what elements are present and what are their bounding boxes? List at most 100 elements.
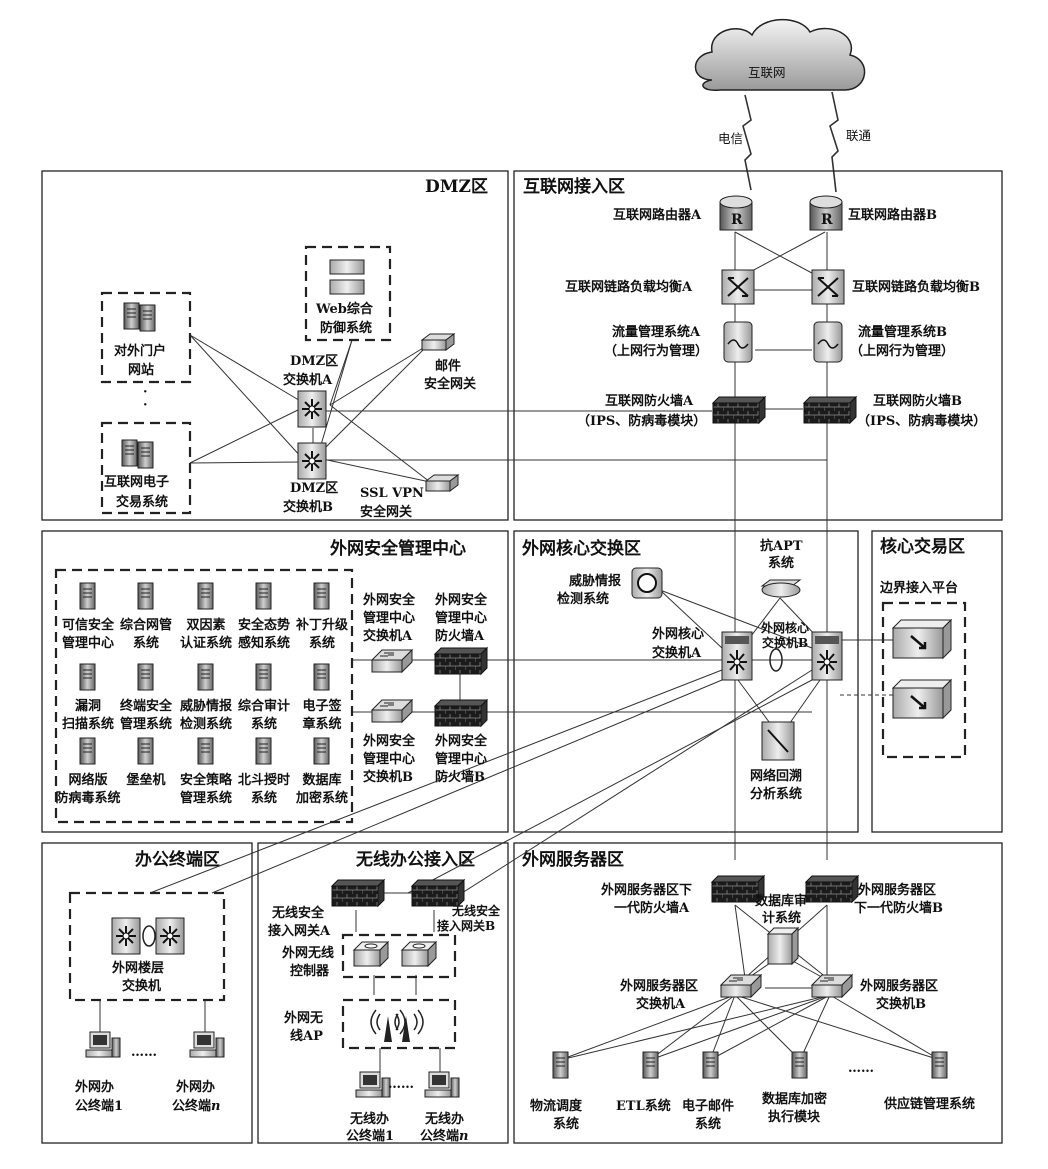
threat-intel-line2: 检测系统 xyxy=(557,591,609,607)
security-system-3-line2: 认证系统 xyxy=(180,635,232,651)
ecommerce-line1: 互联网电子 xyxy=(104,474,169,490)
office-terminal-1-line2: 公终端1 xyxy=(75,1098,123,1114)
wireless-controller-2 xyxy=(400,940,438,968)
load-balancer-a xyxy=(721,269,755,305)
telecom-label: 电信 xyxy=(718,131,743,146)
sec-switch-a-line2: 管理中心 xyxy=(363,610,415,626)
ssl-vpn-line1: SSL VPN xyxy=(360,486,424,501)
floor-switch-group xyxy=(68,891,226,1002)
security-system-14-line2: 系统 xyxy=(251,790,277,806)
server-fw-a-line1: 外网服务器区下 xyxy=(600,882,692,898)
floor-switch-line2: 交换机 xyxy=(122,978,161,994)
server-switch-b xyxy=(811,974,853,998)
security-system-6-line2: 扫描系统 xyxy=(62,716,114,732)
load-balancer-a-label: 互联网链路负载均衡A xyxy=(565,279,693,295)
security-system-14-line1: 北斗授时 xyxy=(238,772,290,788)
portal-server xyxy=(124,303,155,331)
unicom-link xyxy=(829,91,839,193)
wireless-ap-group xyxy=(341,998,457,1050)
unicom-label: 联通 xyxy=(846,128,872,143)
supply-chain-server xyxy=(931,1051,948,1079)
server-fw-b-line2: 下一代防火墙B xyxy=(854,900,943,916)
portal-line2: 网站 xyxy=(128,362,154,378)
flow-mgmt-a-line2: （上网行为管理） xyxy=(604,343,708,359)
ssl-vpn-line2: 安全网关 xyxy=(360,504,412,520)
boundary-platform-group xyxy=(881,601,967,759)
zone-security-center xyxy=(41,530,509,833)
server-switch-a-line1: 外网服务器区 xyxy=(619,978,698,994)
security-system-1-line1: 可信安全 xyxy=(62,617,115,633)
flow-mgmt-b xyxy=(813,321,843,363)
web-defense-appliance xyxy=(329,259,365,295)
security-system-15-line1: 数据库 xyxy=(302,772,341,788)
security-system-13-line2: 管理系统 xyxy=(180,790,232,806)
backtrack-line2: 分析系统 xyxy=(750,786,802,802)
wireless-controller-group xyxy=(341,933,457,979)
load-balancer-b-label: 互联网链路负载均衡B xyxy=(852,279,980,295)
security-system-9-line2: 系统 xyxy=(251,716,277,732)
security-system-8-line2: 检测系统 xyxy=(180,716,232,732)
security-system-5-line2: 系统 xyxy=(309,635,335,651)
security-system-1-line2: 管理中心 xyxy=(62,635,114,651)
wireless-gw-a-line1: 无线安全 xyxy=(271,905,325,921)
zone-title-security-center: 外网安全管理中心 xyxy=(330,538,466,559)
internet-cloud-label: 互联网 xyxy=(748,65,786,80)
logistics-line1: 物流调度 xyxy=(530,1098,583,1114)
sec-switch-b xyxy=(371,699,413,723)
wireless-ap-icon xyxy=(370,1009,424,1042)
security-system-12: 堡垒机 xyxy=(126,737,166,788)
sec-switch-b-line2: 管理中心 xyxy=(363,751,415,767)
sec-firewall-b-line1: 外网安全 xyxy=(434,733,488,749)
office-terminal-1 xyxy=(85,1031,121,1058)
security-system-2-line1: 综合网管 xyxy=(120,617,172,633)
wireless-ap-line2: 线AP xyxy=(290,1028,323,1044)
sec-firewall-b-line3: 防火墙B xyxy=(435,769,485,785)
web-defense-line2: 防御系统 xyxy=(320,320,372,336)
dmz-switch-b-line1: DMZ区 xyxy=(290,481,338,496)
ssl-vpn-gateway xyxy=(425,474,459,492)
internet-cloud: 互联网 xyxy=(694,18,866,91)
server-firewall-b xyxy=(805,875,859,903)
core-switch-b xyxy=(811,631,843,681)
server-fw-b-line1: 外网服务器区 xyxy=(857,882,936,898)
core-switch-b-line1: 外网核心 xyxy=(761,620,809,635)
sec-firewall-a xyxy=(434,647,488,675)
security-system-6-line1: 漏洞 xyxy=(75,698,101,714)
email-line1: 电子邮件 xyxy=(682,1098,734,1114)
server-switch-a-line2: 交换机A xyxy=(636,996,686,1012)
wireless-terminal-n-line2: 公终端n xyxy=(420,1128,468,1144)
threat-intel-device xyxy=(631,567,663,599)
wireless-terminal-1-line2: 公终端1 xyxy=(346,1128,394,1144)
wireless-gateway-b xyxy=(411,879,465,907)
router-b-label: 互联网路由器B xyxy=(848,207,937,223)
telecom-link xyxy=(742,94,752,191)
security-system-4-line1: 安全态势 xyxy=(238,617,290,633)
core-switch-a-line1: 外网核心 xyxy=(651,626,704,642)
internet-firewall-b xyxy=(803,396,857,424)
email-line2: 系统 xyxy=(695,1116,721,1132)
security-system-7-line1: 终端安全 xyxy=(120,698,173,714)
boundary-platform-label: 边界接入平台 xyxy=(879,580,958,596)
sec-switch-a xyxy=(371,649,413,673)
email-server xyxy=(702,1051,719,1079)
db-encrypt-line2: 执行模块 xyxy=(768,1109,821,1125)
svg-text:R: R xyxy=(821,212,833,228)
zone-core-trade xyxy=(871,530,1003,833)
core-switch-a xyxy=(721,631,753,681)
office-terminal-n-line2: 公终端n xyxy=(172,1098,220,1114)
portal-group xyxy=(100,291,192,384)
wireless-terminal-1-line1: 无线办 xyxy=(349,1111,389,1127)
dmz-switch-a-line2: 交换机A xyxy=(283,372,333,388)
anti-apt-device xyxy=(760,579,802,598)
router-a: R xyxy=(719,195,753,231)
wireless-ap-line1: 外网无 xyxy=(283,1010,323,1026)
security-system-2-line2: 系统 xyxy=(133,635,159,651)
